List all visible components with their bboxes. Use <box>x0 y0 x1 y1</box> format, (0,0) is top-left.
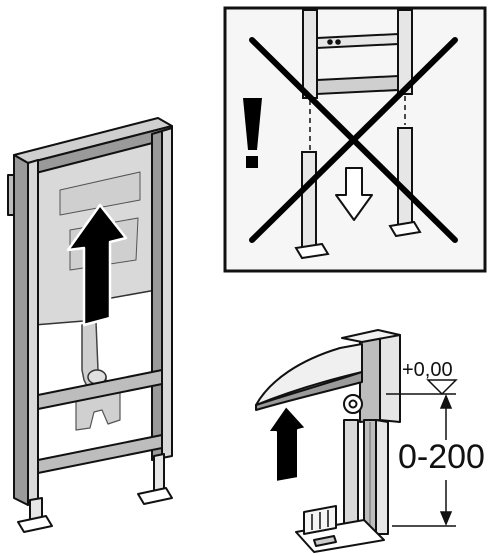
frame-middle-bar <box>37 369 163 410</box>
foot-plate-slot <box>313 535 337 547</box>
frame-fragment <box>302 9 413 99</box>
bowl-bracket <box>75 391 121 431</box>
warning-panel <box>223 6 487 273</box>
height-range-label: 0-200 <box>398 438 485 476</box>
frame-right-post-side <box>151 130 163 461</box>
right-foot-plate <box>137 487 173 505</box>
left-foot-plate <box>17 515 53 533</box>
height-adjust-detail <box>255 329 401 553</box>
lift-arrow-icon <box>66 203 128 327</box>
adjust-leg-front <box>375 419 389 535</box>
warning-right-foot <box>388 127 422 238</box>
down-arrow-icon <box>335 167 373 221</box>
bracket-wedge <box>255 343 363 406</box>
post-block-front <box>379 331 401 423</box>
raise-arrow-icon <box>267 405 307 483</box>
reference-triangle-icon <box>426 379 458 396</box>
frame-lower-bar <box>37 434 163 474</box>
frame-right-post <box>161 127 173 459</box>
exclamation-icon <box>243 98 262 168</box>
dimension-lines <box>386 379 458 527</box>
frame-left-post <box>27 159 39 506</box>
height-offset-label: +0,00 <box>402 359 453 381</box>
frame-left-post-side <box>13 154 29 506</box>
installation-frame <box>7 117 173 533</box>
post-block-top <box>341 329 401 343</box>
prohibited-cross-icon <box>249 37 458 243</box>
bracket-underside <box>255 371 363 411</box>
bolt-center <box>348 399 358 409</box>
side-mount <box>7 174 15 216</box>
